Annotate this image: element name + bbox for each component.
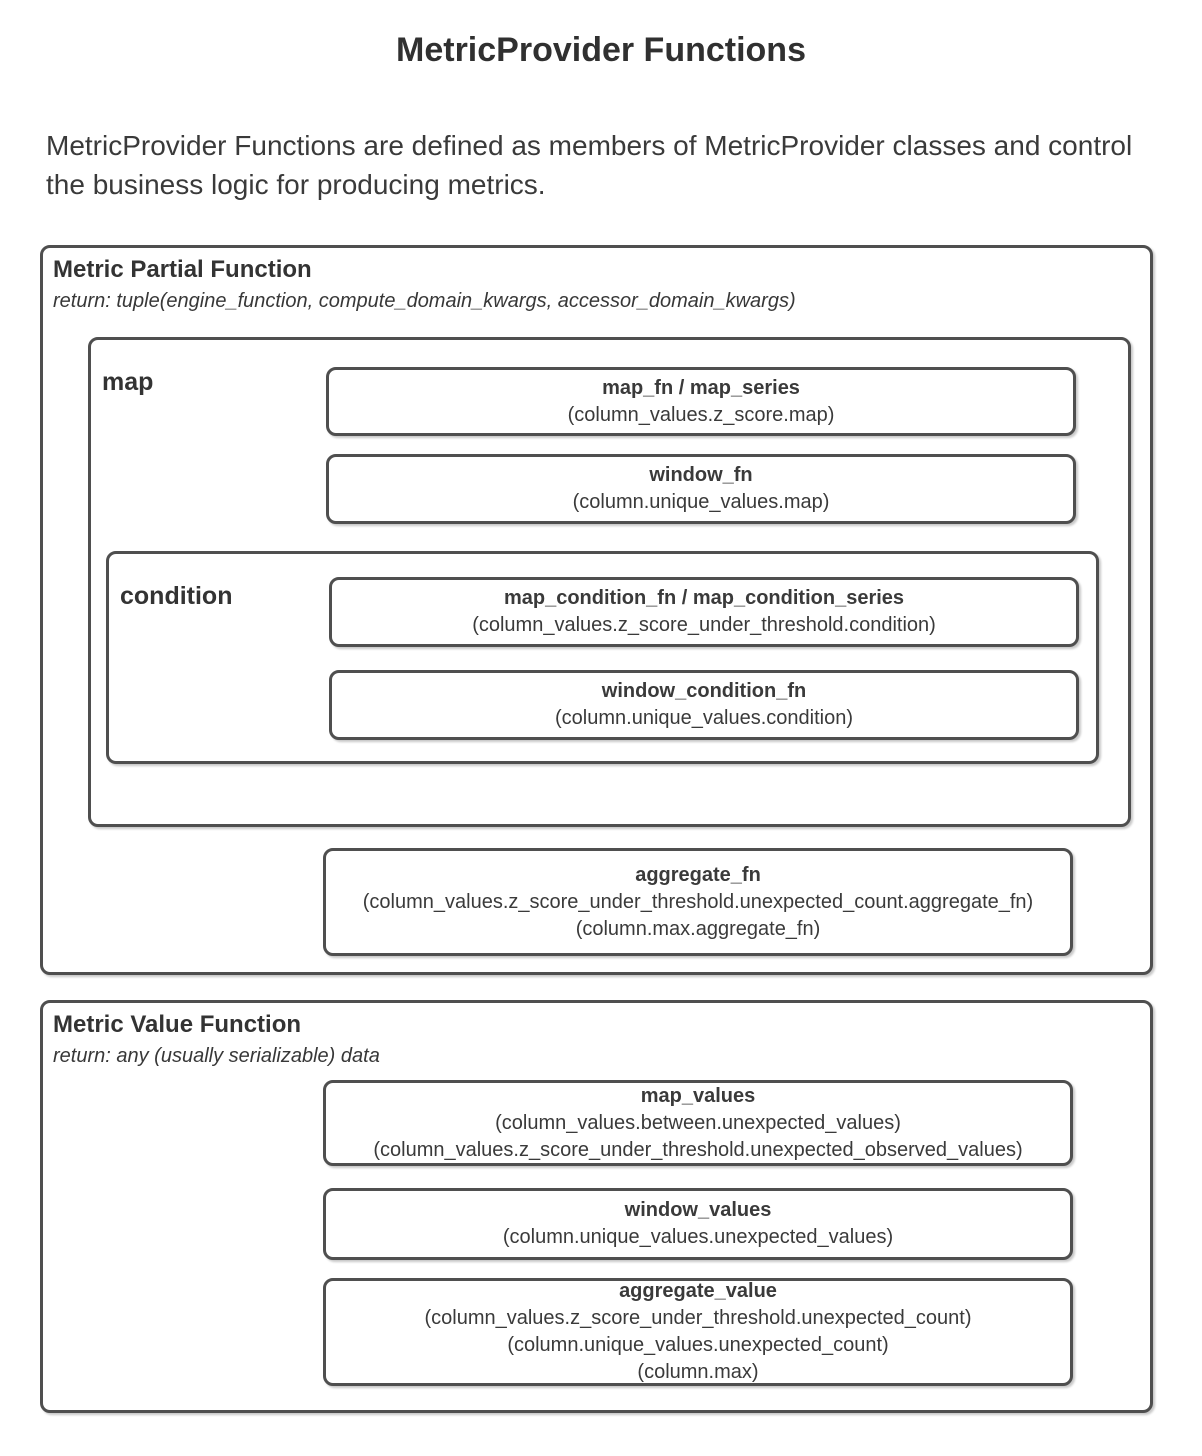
window-values-box: window_values (column.unique_values.unex… [323,1188,1073,1260]
intro-text: MetricProvider Functions are defined as … [46,130,1133,200]
fn-box-title: map_fn / map_series [602,376,800,399]
value-section-return-type: return: any (usually serializable) data [53,1045,380,1067]
page-title: MetricProvider Functions [396,31,806,69]
fn-box-example: (column.max) [637,1361,759,1383]
fn-box-example: (column_values.z_score_under_threshold.u… [424,1307,972,1329]
map-group-label: map [102,368,154,396]
map-group: map map_fn / map_series (column_values.z… [88,337,1131,827]
metric-partial-function-section: Metric Partial Function return: tuple(en… [40,245,1153,975]
fn-box-example: (column.unique_values.condition) [555,707,853,729]
condition-group-label: condition [120,582,233,610]
fn-box-title: map_condition_fn / map_condition_series [503,587,905,609]
fn-box-title: aggregate_fn [635,863,761,886]
partial-section-return-type: return: tuple(engine_function, compute_d… [53,290,796,312]
condition-group: condition map_condition_fn / map_conditi… [106,551,1099,764]
map-fn-box: map_fn / map_series (column_values.z_sco… [326,367,1076,436]
window-fn-box: window_fn (column.unique_values.map) [326,454,1076,524]
fn-box-example: (column.unique_values.unexpected_values) [502,1226,894,1248]
map-condition-fn-box: map_condition_fn / map_condition_series … [329,577,1079,647]
aggregate-fn-box: aggregate_fn (column_values.z_score_unde… [323,848,1073,956]
fn-box-example: (column.max.aggregate_fn) [575,917,821,940]
window-condition-fn-box: window_condition_fn (column.unique_value… [329,670,1079,740]
fn-box-example: (column_values.z_score.map) [567,403,835,426]
fn-box-example: (column_values.z_score_under_threshold.u… [373,1138,1023,1161]
fn-box-example: (column_values.z_score_under_threshold.u… [362,890,1034,913]
fn-box-example: (column.unique_values.map) [572,491,830,513]
fn-box-title: map_values [640,1084,756,1107]
fn-box-example: (column.unique_values.unexpected_count) [507,1334,889,1356]
metric-value-function-section: Metric Value Function return: any (usual… [40,1000,1153,1413]
fn-box-title: window_values [624,1199,772,1221]
fn-box-example: (column_values.z_score_under_threshold.c… [472,614,936,636]
fn-box-title: window_fn [649,464,753,486]
fn-box-title: window_condition_fn [601,680,807,702]
aggregate-value-box: aggregate_value (column_values.z_score_u… [323,1278,1073,1386]
value-section-title: Metric Value Function [53,1011,302,1038]
partial-section-title: Metric Partial Function [53,256,312,283]
map-values-box: map_values (column_values.between.unexpe… [323,1080,1073,1166]
fn-box-title: aggregate_value [619,1280,777,1302]
fn-box-example: (column_values.between.unexpected_values… [495,1111,901,1134]
